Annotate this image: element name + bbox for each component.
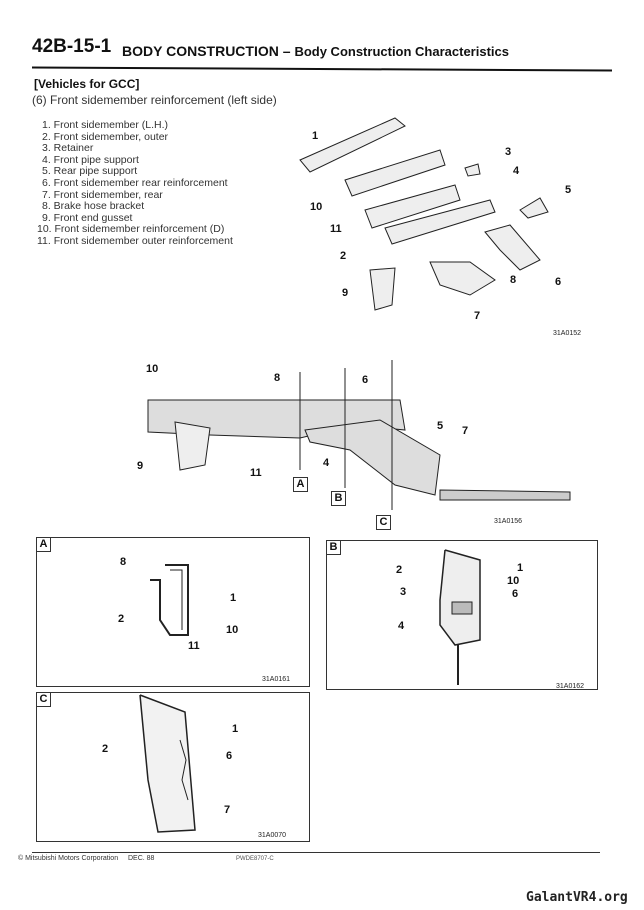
callout: 10 bbox=[146, 363, 159, 375]
list-item: 4. Front pipe support bbox=[42, 153, 139, 166]
list-item: 3. Retainer bbox=[42, 142, 94, 155]
figure-id: 31A0152 bbox=[553, 330, 582, 337]
footer-rule bbox=[32, 852, 600, 853]
callout: 8 bbox=[274, 372, 281, 384]
section-tag: B bbox=[331, 491, 346, 506]
page-title: BODY CONSTRUCTION – Body Construction Ch… bbox=[122, 43, 509, 59]
list-item: 7. Front sidemember, rear bbox=[42, 188, 163, 201]
title-main: BODY CONSTRUCTION bbox=[122, 43, 279, 59]
title-separator: – bbox=[282, 43, 291, 59]
callout: 10 bbox=[507, 575, 520, 587]
footer-copyright: © Mitsubishi Motors Corporation bbox=[18, 855, 119, 862]
callout: 1 bbox=[517, 562, 524, 574]
callout: 2 bbox=[118, 613, 125, 625]
list-item: 6. Front sidemember rear reinforcement bbox=[42, 176, 228, 189]
list-item: 11. Front sidemember outer reinforcement bbox=[37, 234, 233, 247]
callout: 11 bbox=[188, 640, 200, 652]
callout: 11 bbox=[250, 467, 262, 479]
callout: 1 bbox=[232, 723, 239, 735]
callout: 5 bbox=[565, 184, 572, 196]
figure-id: 31A0162 bbox=[556, 683, 585, 690]
callout: 9 bbox=[342, 287, 349, 299]
parts-list: 1. Front sidemember (L.H.) 2. Front side… bbox=[37, 119, 233, 248]
callout: 7 bbox=[224, 804, 231, 816]
callout: 8 bbox=[120, 556, 127, 568]
page-code: 42B-15-1 bbox=[32, 36, 112, 57]
callout: 7 bbox=[474, 310, 481, 322]
section-tag: C bbox=[376, 515, 391, 530]
section-c-panel bbox=[36, 692, 310, 842]
title-subtitle: Body Construction Characteristics bbox=[294, 44, 509, 59]
callout: 6 bbox=[555, 276, 562, 288]
callout: 11 bbox=[330, 223, 342, 235]
section-b-panel bbox=[326, 540, 598, 690]
figure-id: 31A0161 bbox=[262, 676, 291, 683]
callout: 6 bbox=[226, 750, 233, 762]
section-a-panel bbox=[36, 537, 310, 687]
callout: 4 bbox=[323, 457, 330, 469]
callout: 4 bbox=[513, 165, 520, 177]
list-item: 8. Brake hose bracket bbox=[42, 200, 145, 213]
list-item: 10. Front sidemember reinforcement (D) bbox=[37, 223, 225, 236]
callout: 10 bbox=[226, 624, 239, 636]
callout: 1 bbox=[312, 130, 319, 142]
callout: 6 bbox=[362, 374, 369, 386]
section-tag: A bbox=[293, 477, 308, 492]
callout: 6 bbox=[512, 588, 519, 600]
list-item: 9. Front end gusset bbox=[42, 211, 133, 224]
callout: 2 bbox=[396, 564, 403, 576]
callout: 1 bbox=[230, 592, 237, 604]
callout: 2 bbox=[102, 743, 109, 755]
figure-id: 31A0070 bbox=[258, 832, 287, 839]
callout: 10 bbox=[310, 201, 323, 213]
section-tag: B bbox=[326, 540, 341, 555]
callout: 7 bbox=[462, 425, 469, 437]
figure-id: 31A0156 bbox=[494, 518, 523, 525]
section-tag: C bbox=[36, 692, 51, 707]
callout: 8 bbox=[510, 274, 517, 286]
footer-date: DEC. 88 bbox=[128, 855, 155, 862]
callout: 3 bbox=[505, 146, 512, 158]
section-heading: (6) Front sidemember reinforcement (left… bbox=[32, 93, 277, 107]
callout: 3 bbox=[400, 586, 407, 598]
callout: 2 bbox=[340, 250, 347, 262]
vehicles-heading: [Vehicles for GCC] bbox=[34, 77, 140, 91]
list-item: 1. Front sidemember (L.H.) bbox=[42, 119, 169, 131]
footer-code: PWDE8707-C bbox=[236, 856, 274, 862]
section-tag: A bbox=[36, 537, 51, 552]
callout: 9 bbox=[137, 460, 144, 472]
callout: 4 bbox=[398, 620, 405, 632]
list-item: 2. Front sidemember, outer bbox=[42, 130, 169, 143]
watermark: GalantVR4.org bbox=[526, 890, 628, 905]
list-item: 5. Rear pipe support bbox=[42, 165, 138, 178]
callout: 5 bbox=[437, 420, 444, 432]
